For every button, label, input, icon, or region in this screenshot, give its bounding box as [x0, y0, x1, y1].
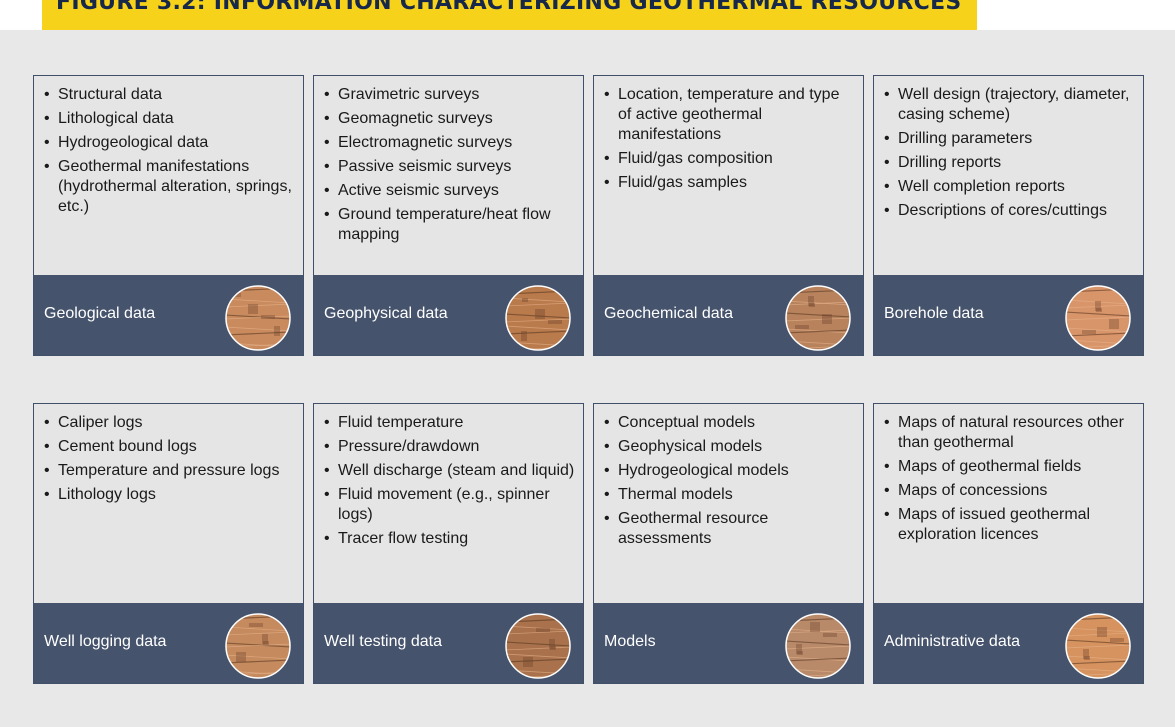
card-item-list: Caliper logsCement bound logsTemperature… [34, 404, 303, 505]
list-item: Caliper logs [44, 413, 295, 433]
photo-thumbnail-icon [1065, 613, 1131, 679]
list-item: Well design (trajectory, diameter, casin… [884, 85, 1135, 125]
list-item: Maps of geothermal fields [884, 457, 1135, 477]
list-item: Passive seismic surveys [324, 157, 575, 177]
card-body: Conceptual modelsGeophysical modelsHydro… [594, 404, 863, 603]
card-item-list: Maps of natural resources other than geo… [874, 404, 1143, 545]
card-item-list: Well design (trajectory, diameter, casin… [874, 76, 1143, 221]
photo-thumbnail-icon [505, 285, 571, 351]
card-item-list: Structural dataLithological dataHydrogeo… [34, 76, 303, 217]
photo-thumbnail-icon [225, 285, 291, 351]
card-body: Caliper logsCement bound logsTemperature… [34, 404, 303, 603]
list-item: Cement bound logs [44, 437, 295, 457]
card-photo [225, 285, 291, 351]
card-photo [1065, 285, 1131, 351]
card-category-label: Geophysical data [324, 305, 448, 322]
list-item: Well completion reports [884, 177, 1135, 197]
list-item: Fluid/gas composition [604, 149, 855, 169]
card-item-list: Gravimetric surveysGeomagnetic surveysEl… [314, 76, 583, 245]
card-photo [505, 285, 571, 351]
list-item: Drilling reports [884, 153, 1135, 173]
list-item: Drilling parameters [884, 129, 1135, 149]
category-card: Location, temperature and type of active… [593, 75, 864, 356]
card-footer: Geophysical data [314, 275, 583, 355]
category-card: Conceptual modelsGeophysical modelsHydro… [593, 403, 864, 684]
list-item: Lithological data [44, 109, 295, 129]
list-item: Gravimetric surveys [324, 85, 575, 105]
card-footer: Well testing data [314, 603, 583, 683]
category-card: Structural dataLithological dataHydrogeo… [33, 75, 304, 356]
list-item: Lithology logs [44, 485, 295, 505]
card-footer: Well logging data [34, 603, 303, 683]
card-item-list: Conceptual modelsGeophysical modelsHydro… [594, 404, 863, 549]
photo-thumbnail-icon [785, 613, 851, 679]
list-item: Active seismic surveys [324, 181, 575, 201]
list-item: Thermal models [604, 485, 855, 505]
category-card: Caliper logsCement bound logsTemperature… [33, 403, 304, 684]
figure-title-banner: FIGURE 3.2: INFORMATION CHARACTERIZING G… [42, 0, 977, 30]
card-photo [1065, 613, 1131, 679]
card-body: Well design (trajectory, diameter, casin… [874, 76, 1143, 275]
list-item: Pressure/drawdown [324, 437, 575, 457]
list-item: Tracer flow testing [324, 529, 575, 549]
card-photo [785, 285, 851, 351]
card-category-label: Well testing data [324, 633, 442, 650]
list-item: Hydrogeological data [44, 133, 295, 153]
category-card: Well design (trajectory, diameter, casin… [873, 75, 1144, 356]
list-item: Fluid movement (e.g., spinner logs) [324, 485, 575, 525]
list-item: Maps of issued geothermal exploration li… [884, 505, 1135, 545]
card-category-label: Geochemical data [604, 305, 733, 322]
card-footer: Geological data [34, 275, 303, 355]
list-item: Descriptions of cores/cuttings [884, 201, 1135, 221]
card-photo [225, 613, 291, 679]
photo-thumbnail-icon [1065, 285, 1131, 351]
list-item: Maps of natural resources other than geo… [884, 413, 1135, 453]
photo-thumbnail-icon [225, 613, 291, 679]
card-item-list: Fluid temperaturePressure/drawdownWell d… [314, 404, 583, 549]
list-item: Temperature and pressure logs [44, 461, 295, 481]
list-item: Electromagnetic surveys [324, 133, 575, 153]
card-footer: Borehole data [874, 275, 1143, 355]
list-item: Geomagnetic surveys [324, 109, 575, 129]
card-body: Structural dataLithological dataHydrogeo… [34, 76, 303, 275]
list-item: Structural data [44, 85, 295, 105]
figure-panel: Structural dataLithological dataHydrogeo… [0, 30, 1175, 727]
category-card: Fluid temperaturePressure/drawdownWell d… [313, 403, 584, 684]
list-item: Fluid temperature [324, 413, 575, 433]
list-item: Conceptual models [604, 413, 855, 433]
card-category-label: Well logging data [44, 633, 167, 650]
list-item: Location, temperature and type of active… [604, 85, 855, 145]
list-item: Ground temperature/heat flow mapping [324, 205, 575, 245]
figure-title: FIGURE 3.2: INFORMATION CHARACTERIZING G… [56, 0, 962, 15]
card-photo [505, 613, 571, 679]
list-item: Maps of concessions [884, 481, 1135, 501]
list-item: Fluid/gas samples [604, 173, 855, 193]
photo-thumbnail-icon [505, 613, 571, 679]
category-card: Maps of natural resources other than geo… [873, 403, 1144, 684]
card-footer: Models [594, 603, 863, 683]
card-category-label: Administrative data [884, 633, 1021, 650]
card-category-label: Geological data [44, 305, 156, 322]
category-card: Gravimetric surveysGeomagnetic surveysEl… [313, 75, 584, 356]
card-body: Gravimetric surveysGeomagnetic surveysEl… [314, 76, 583, 275]
list-item: Geothermal manifestations (hydrothermal … [44, 157, 295, 217]
card-category-label: Borehole data [884, 305, 984, 322]
card-body: Maps of natural resources other than geo… [874, 404, 1143, 603]
list-item: Geothermal resource assessments [604, 509, 855, 549]
photo-thumbnail-icon [785, 285, 851, 351]
card-footer: Administrative data [874, 603, 1143, 683]
list-item: Geophysical models [604, 437, 855, 457]
list-item: Well discharge (steam and liquid) [324, 461, 575, 481]
card-body: Location, temperature and type of active… [594, 76, 863, 275]
card-body: Fluid temperaturePressure/drawdownWell d… [314, 404, 583, 603]
card-footer: Geochemical data [594, 275, 863, 355]
card-item-list: Location, temperature and type of active… [594, 76, 863, 193]
card-category-label: Models [604, 633, 656, 650]
card-photo [785, 613, 851, 679]
list-item: Hydrogeological models [604, 461, 855, 481]
